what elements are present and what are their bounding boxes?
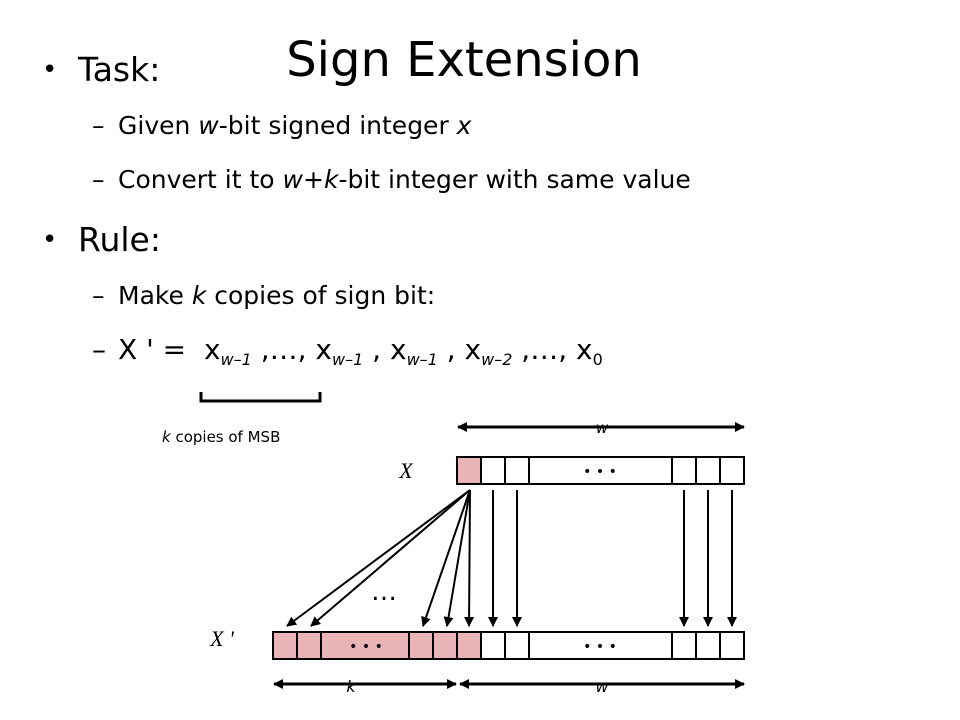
x-register: • • • [456, 456, 745, 485]
bullet-dot: • [42, 55, 58, 85]
bullet-rule: • Rule: [42, 220, 161, 260]
slide-title: Sign Extension [286, 32, 642, 88]
xprime-label: X ' [209, 626, 234, 651]
x-register-dots: • • • [583, 464, 617, 480]
bullet-task: • Task: [42, 50, 161, 90]
xprime-low-dots: • • • [583, 639, 617, 655]
xprime-extension-bits [272, 631, 482, 660]
w-label-top: w [596, 419, 609, 437]
bit-copy-arrows [488, 490, 737, 627]
bullet-dot: • [42, 225, 58, 255]
task-heading: Task: [78, 50, 161, 89]
task-line-1: –Given w-bit signed integer x [92, 111, 472, 140]
k-copies-brace [199, 392, 322, 403]
task-line-2: –Convert it to w+k-bit integer with same… [92, 165, 691, 194]
k-label-bottom: k [346, 677, 356, 696]
rule-line-1: –Make k copies of sign bit: [92, 281, 436, 310]
xprime-low-bits [480, 631, 745, 660]
x-sign-bit [456, 456, 482, 485]
rule-equation: –X ' = xw–1 ,…, xw–1 , xw–1 , xw–2 ,…, x… [92, 333, 603, 369]
x-label: X [398, 458, 414, 483]
brace-label: k copies of MSB [162, 428, 281, 446]
xprime-ext-dots: • • • [349, 639, 383, 655]
fan-dots: … [371, 577, 397, 607]
xprime-register: • • • • • • [272, 631, 745, 660]
rule-heading: Rule: [78, 220, 161, 259]
sign-bit-fan-arrows [286, 489, 475, 627]
w-label-bottom: w [595, 677, 609, 696]
